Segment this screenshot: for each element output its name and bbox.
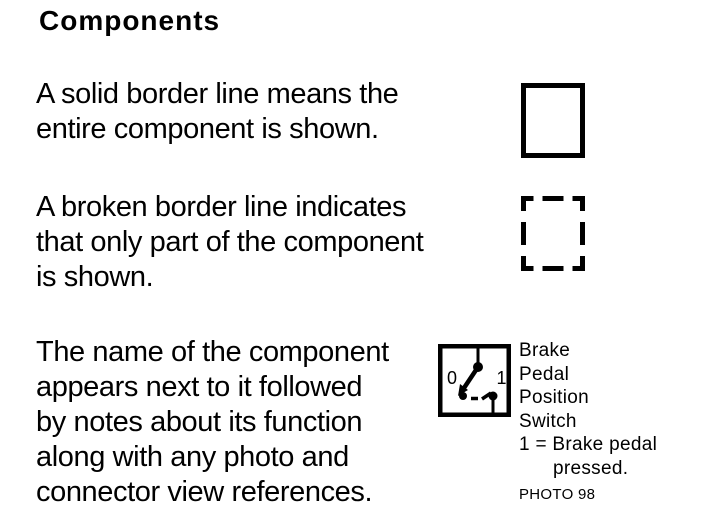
broken-border-box-symbol — [521, 196, 585, 271]
component-label-block: Brake Pedal Position Switch 1 = Brake pe… — [519, 339, 701, 507]
paragraph-line: A solid border line means the — [36, 78, 399, 110]
paragraph-line: along with any photo and — [36, 441, 349, 473]
solid-border-paragraph: A solid border line means the entire com… — [36, 77, 399, 147]
paragraph-line: connector view references. — [36, 476, 373, 508]
component-name-paragraph: The name of the component appears next t… — [36, 335, 389, 510]
paragraph-line: appears next to it followed — [36, 371, 363, 403]
component-name-line: Pedal — [519, 363, 570, 385]
paragraph-line: A broken border line indicates — [36, 191, 407, 223]
photo-reference: PHOTO 98 — [519, 486, 596, 503]
switch-border — [438, 344, 511, 417]
paragraph-line: by notes about its function — [36, 406, 363, 438]
brake-pedal-switch-symbol: 0 1 — [438, 344, 511, 417]
component-note-line: pressed. — [553, 457, 629, 479]
component-name-line: Brake — [519, 340, 571, 361]
paragraph-line: The name of the component — [36, 336, 389, 368]
solid-border-box-symbol — [521, 83, 585, 158]
switch-position-0-label: 0 — [447, 368, 457, 388]
paragraph-line: that only part of the component — [36, 226, 424, 258]
broken-border-paragraph: A broken border line indicates that only… — [36, 190, 424, 295]
paragraph-line: is shown. — [36, 261, 154, 293]
component-name-line: Switch — [519, 410, 577, 432]
page-title: Components — [39, 5, 221, 36]
component-note-line: 1 = Brake pedal — [519, 434, 658, 455]
component-name-line: Position — [519, 387, 589, 408]
paragraph-line: entire component is shown. — [36, 113, 379, 145]
switch-position-1-label: 1 — [496, 368, 506, 388]
